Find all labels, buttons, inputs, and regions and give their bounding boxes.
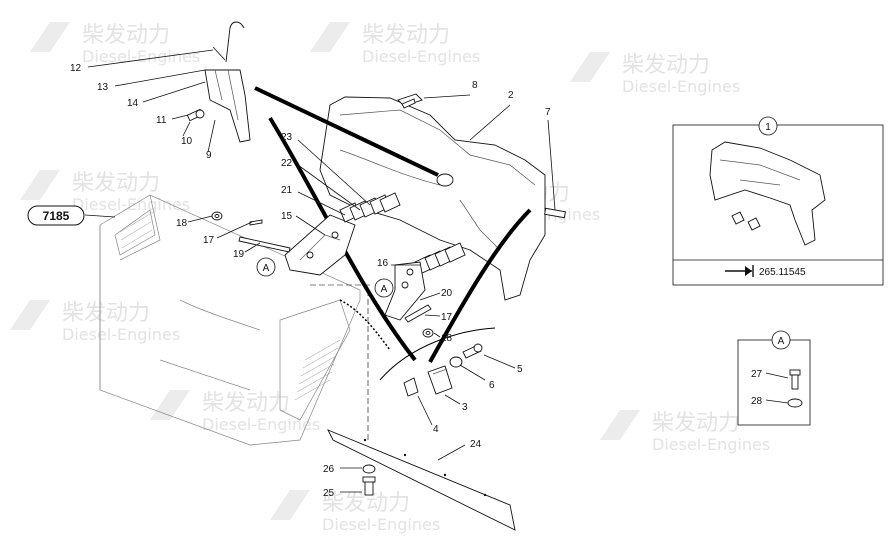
callout-11: 11 (156, 115, 167, 126)
bolt-27 (789, 369, 801, 390)
callout-9: 9 (206, 150, 212, 161)
callout-20: 20 (441, 288, 453, 299)
callout-18a: 18 (176, 218, 188, 229)
reference-arrow (725, 265, 754, 277)
callout-12: 12 (70, 63, 82, 74)
callout-13: 13 (97, 82, 109, 93)
callout-5: 5 (517, 364, 523, 375)
washer-18b (422, 328, 434, 338)
svg-text:A: A (263, 263, 270, 274)
svg-text:Diesel-Engines: Diesel-Engines (322, 515, 440, 534)
machine-frame (99, 194, 361, 446)
svg-text:柴发动力: 柴发动力 (622, 53, 710, 78)
callout-10: 10 (181, 136, 193, 147)
svg-text:柴发动力: 柴发动力 (62, 301, 150, 326)
callout-4: 4 (433, 424, 439, 435)
svg-text:Diesel-Engines: Diesel-Engines (62, 325, 180, 344)
inset-panel-1: 1 265.11545 (672, 116, 884, 286)
svg-text:Diesel-Engines: Diesel-Engines (202, 415, 320, 434)
svg-text:柴发动力: 柴发动力 (362, 23, 450, 48)
callout-17a: 17 (203, 235, 215, 246)
detail-marker-a2: A (374, 278, 394, 298)
inset-a-title: A (778, 336, 785, 347)
washer-26 (362, 464, 376, 474)
washer-28 (787, 398, 803, 408)
filler-cap (397, 93, 423, 109)
washer-6 (449, 356, 463, 368)
inset-tank-cover (709, 141, 826, 246)
callout-leaders (84, 49, 556, 493)
callout-25: 25 (323, 488, 335, 499)
group-reference-number: 7185 (43, 209, 70, 223)
shim-stack-lower (414, 242, 466, 275)
callout-26: 26 (323, 464, 335, 475)
callout-2: 2 (508, 90, 514, 101)
svg-text:Diesel-Engines: Diesel-Engines (652, 435, 770, 454)
callout-8: 8 (472, 80, 478, 91)
svg-text:Diesel-Engines: Diesel-Engines (362, 47, 480, 66)
callout-22: 22 (281, 158, 293, 169)
callout-7: 7 (545, 107, 551, 118)
mount-plate-15 (284, 214, 356, 276)
callout-3: 3 (462, 402, 468, 413)
bolt-7 (544, 207, 566, 219)
bolt-5 (462, 343, 483, 359)
svg-text:Diesel-Engines: Diesel-Engines (82, 47, 200, 66)
callout-19: 19 (233, 249, 245, 260)
shim-stack (339, 192, 401, 223)
svg-text:柴发动力: 柴发动力 (202, 391, 290, 416)
callout-14: 14 (127, 98, 139, 109)
callout-17b: 17 (441, 312, 453, 323)
callout-24: 24 (470, 439, 482, 450)
pin-20 (404, 304, 432, 323)
callout-27: 27 (751, 369, 763, 380)
callout-6: 6 (489, 380, 495, 391)
pin-17a (249, 219, 263, 226)
svg-text:Diesel-Engines: Diesel-Engines (622, 77, 740, 96)
callout-labels: 12 13 14 11 10 9 8 2 7 23 22 21 15 18 17… (70, 63, 551, 499)
svg-text:A: A (381, 284, 388, 295)
svg-text:柴发动力: 柴发动力 (652, 411, 740, 436)
inset-1-number: 1 (765, 122, 771, 133)
washer-18a (211, 211, 223, 221)
svg-text:柴发动力: 柴发动力 (72, 171, 160, 196)
detail-marker-a1: A (256, 257, 276, 277)
skirt-plate-24 (327, 429, 516, 531)
mount-plate-16 (384, 261, 426, 321)
callout-18b: 18 (441, 333, 453, 344)
inset-panel-a: A 27 28 (737, 330, 811, 426)
callout-28: 28 (751, 396, 763, 407)
callout-23: 23 (281, 132, 293, 143)
bracket-3 (427, 365, 453, 395)
group-reference[interactable]: 7185 (27, 205, 85, 226)
inset-1-reference: 265.11545 (759, 267, 806, 278)
callout-21: 21 (281, 185, 293, 196)
pin-19 (238, 236, 291, 253)
upper-bracket-assembly (186, 21, 251, 143)
bolt-25 (362, 476, 376, 496)
pad-4 (403, 377, 419, 397)
callout-15: 15 (281, 211, 293, 222)
svg-text:柴发动力: 柴发动力 (82, 23, 170, 48)
callout-16: 16 (377, 258, 389, 269)
svg-text:Diesel-Engines: Diesel-Engines (72, 195, 190, 214)
